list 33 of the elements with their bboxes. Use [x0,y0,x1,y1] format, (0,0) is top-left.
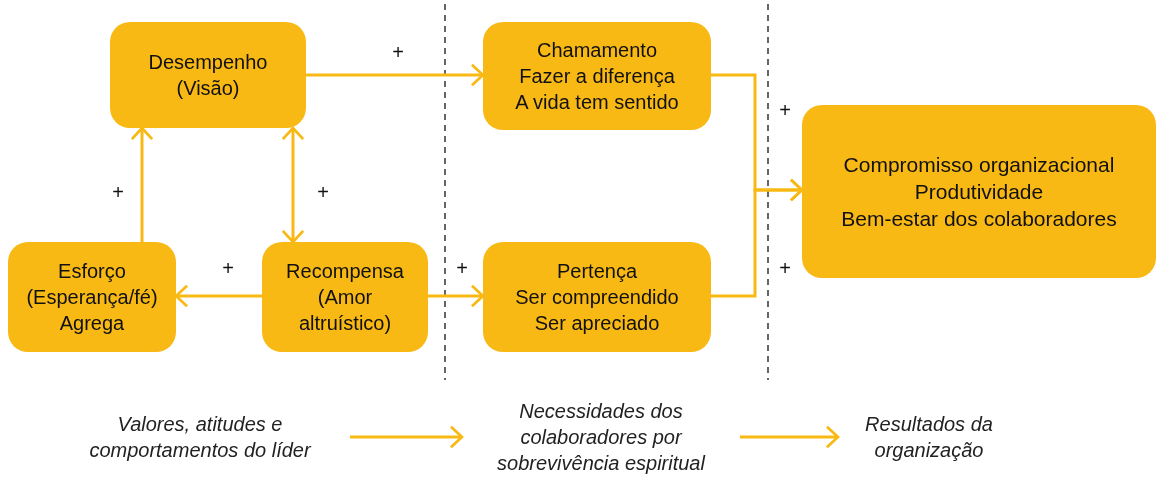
arrow [174,284,262,308]
process-box [8,242,176,352]
process-box [483,22,711,130]
box-label: Desempenho [148,50,268,75]
box-label: Agrega [59,311,125,336]
arrow [740,425,840,449]
process-box [802,105,1156,278]
box-label: Bem-estar dos colaboradores [841,206,1117,233]
arrow [428,284,485,308]
process-box [110,22,306,128]
box-label: (Amor altruístico) [297,285,393,336]
box-label: Compromisso organizacional [843,151,1115,178]
box-label: Fazer a diferença [519,64,675,89]
process-box [483,242,711,352]
box-label: A vida tem sentido [515,90,679,115]
arrow [350,425,464,449]
box-label: Esforço [58,259,126,284]
box-label: Chamamento [536,38,658,63]
arrow [306,63,485,87]
box-label: Ser apreciado [534,311,660,336]
arrow [281,126,305,244]
box-label: (Esperança/fé) [26,285,158,310]
box-label: Ser compreendido [515,285,679,310]
box-label: Pertença [556,259,638,284]
stage-caption: Necessidades dos colaboradores por sobrevivência espiritual [462,392,740,481]
arrow [711,178,804,298]
box-label: Produtividade [914,178,1044,205]
process-box [262,242,428,352]
box-label: Recompensa [286,259,404,284]
stage-caption: Valores, atitudes e comportamentos do líder [50,402,350,472]
box-label: (Visão) [176,76,240,101]
arrow [130,126,154,242]
stage-caption: Resultados da organização [838,402,1020,472]
